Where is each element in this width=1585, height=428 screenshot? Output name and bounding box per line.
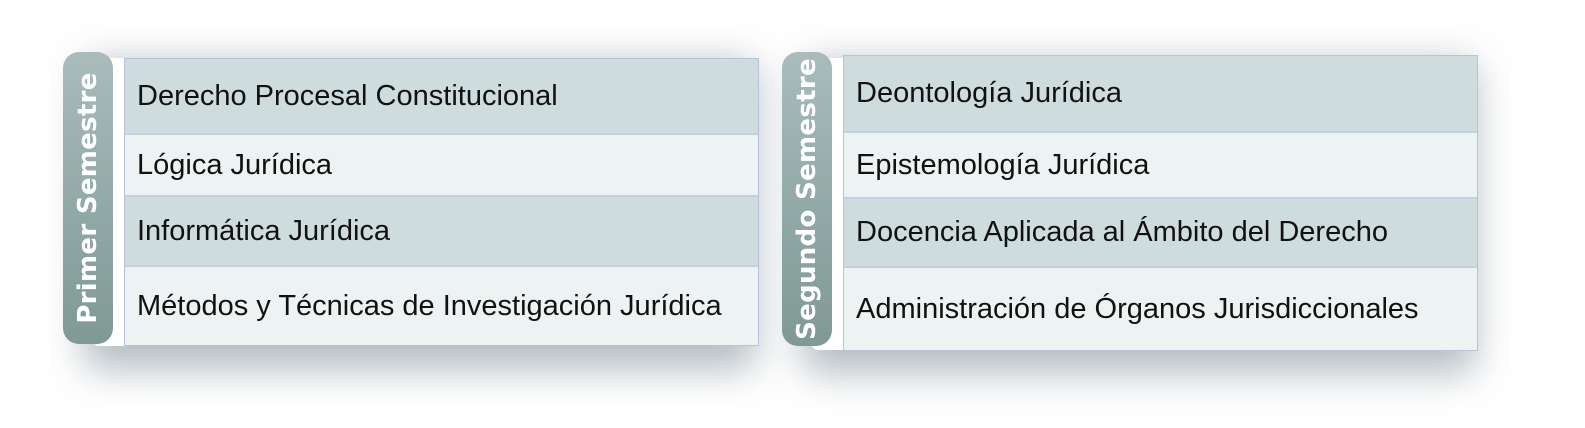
course-item: Administración de Órganos Jurisdiccional… [844, 268, 1477, 350]
semester-tab: Primer Semestre [63, 52, 113, 344]
semester-label: Segundo Semestre [792, 58, 822, 340]
course-item: Informática Jurídica [125, 197, 758, 267]
course-item: Docencia Aplicada al Ámbito del Derecho [844, 199, 1477, 268]
course-list: Deontología Jurídica Epistemología Juríd… [843, 55, 1478, 351]
course-item: Deontología Jurídica [844, 56, 1477, 133]
semester-label: Primer Semestre [73, 72, 103, 324]
course-item: Lógica Jurídica [125, 135, 758, 197]
semester-block-first: Primer Semestre Derecho Procesal Constit… [63, 52, 759, 346]
course-item: Métodos y Técnicas de Investigación Jurí… [125, 267, 758, 345]
course-item: Epistemología Jurídica [844, 133, 1477, 199]
semester-tab: Segundo Semestre [782, 52, 832, 346]
course-list: Derecho Procesal Constitucional Lógica J… [124, 58, 759, 346]
semester-block-second: Segundo Semestre Deontología Jurídica Ep… [782, 52, 1478, 351]
course-item: Derecho Procesal Constitucional [125, 59, 758, 135]
